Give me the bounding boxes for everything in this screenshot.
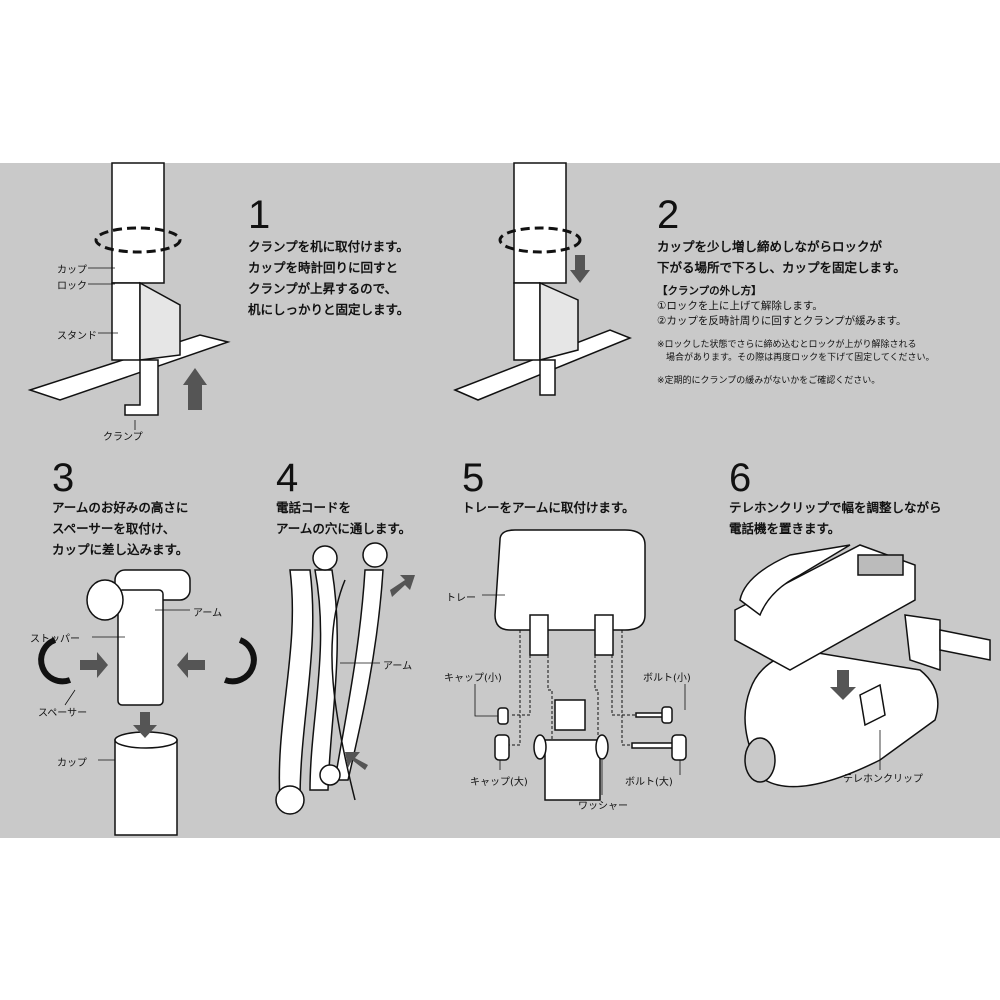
step-5-text: トレーをアームに取付けます。: [462, 500, 635, 515]
label-bolt-small: ボルト(小): [643, 673, 691, 684]
removal-steps: ①ロックを上に上げて解除します。 ②カップを反時計周りに回すとクランプが緩みます…: [657, 300, 907, 327]
clamp-illustration-1: [27, 162, 231, 416]
note-2: ※定期的にクランプの緩みがないかをご確認ください。: [657, 376, 881, 386]
label-cap-large: キャップ(大): [470, 777, 528, 788]
step-number-6: 6: [729, 456, 752, 500]
step-number-4: 4: [276, 456, 299, 500]
step-number-5: 5: [462, 456, 485, 500]
label-clamp: クランプ: [103, 432, 143, 443]
label-lock: ロック: [57, 281, 87, 292]
clamp-illustration-2: [453, 162, 633, 401]
note-1: ※ロックした状態でさらに締め込むとロックが上がり解除される 場合があります。その…: [657, 340, 935, 363]
label-stopper: ストッパー: [30, 634, 80, 645]
arm-spacer-illustration: [38, 569, 257, 836]
label-tray: トレー: [446, 593, 476, 604]
label-washer: ワッシャー: [578, 801, 628, 812]
step-4-text: 電話コードを アームの穴に通します。: [276, 500, 412, 536]
step-2-text: カップを少し増し締めしながらロックが 下がる場所で下ろし、カップを固定します。: [657, 239, 906, 275]
label-arm-4: アーム: [383, 661, 413, 672]
arm-cord-illustration: [275, 542, 415, 815]
arrow-down-icon: [570, 255, 590, 283]
tray-assembly-illustration: [494, 529, 687, 801]
arrow-up-icon: [183, 368, 207, 410]
phone-placement-illustration: [734, 544, 991, 788]
step-number-3: 3: [52, 456, 75, 500]
step-number-2: 2: [657, 193, 680, 237]
removal-title: 【クランプの外し方】: [657, 285, 762, 297]
step-1-text: クランプを机に取付けます。 カップを時計回りに回すと クランプが上昇するので、 …: [248, 239, 410, 317]
label-spacer: スペーサー: [38, 708, 88, 719]
label-cup-3: カップ: [57, 758, 87, 769]
label-stand: スタンド: [57, 331, 97, 342]
label-cap-small: キャップ(小): [444, 673, 502, 684]
step-number-1: 1: [248, 193, 271, 237]
label-bolt-large: ボルト(大): [625, 777, 673, 788]
label-telephone-clip: テレホンクリップ: [843, 774, 923, 785]
step-3-text: アームのお好みの高さに スペーサーを取付け、 カップに差し込みます。: [52, 500, 189, 557]
label-arm: アーム: [193, 608, 223, 619]
step-6-text: テレホンクリップで幅を調整しながら 電話機を置きます。: [729, 500, 942, 536]
label-cup: カップ: [57, 265, 87, 276]
